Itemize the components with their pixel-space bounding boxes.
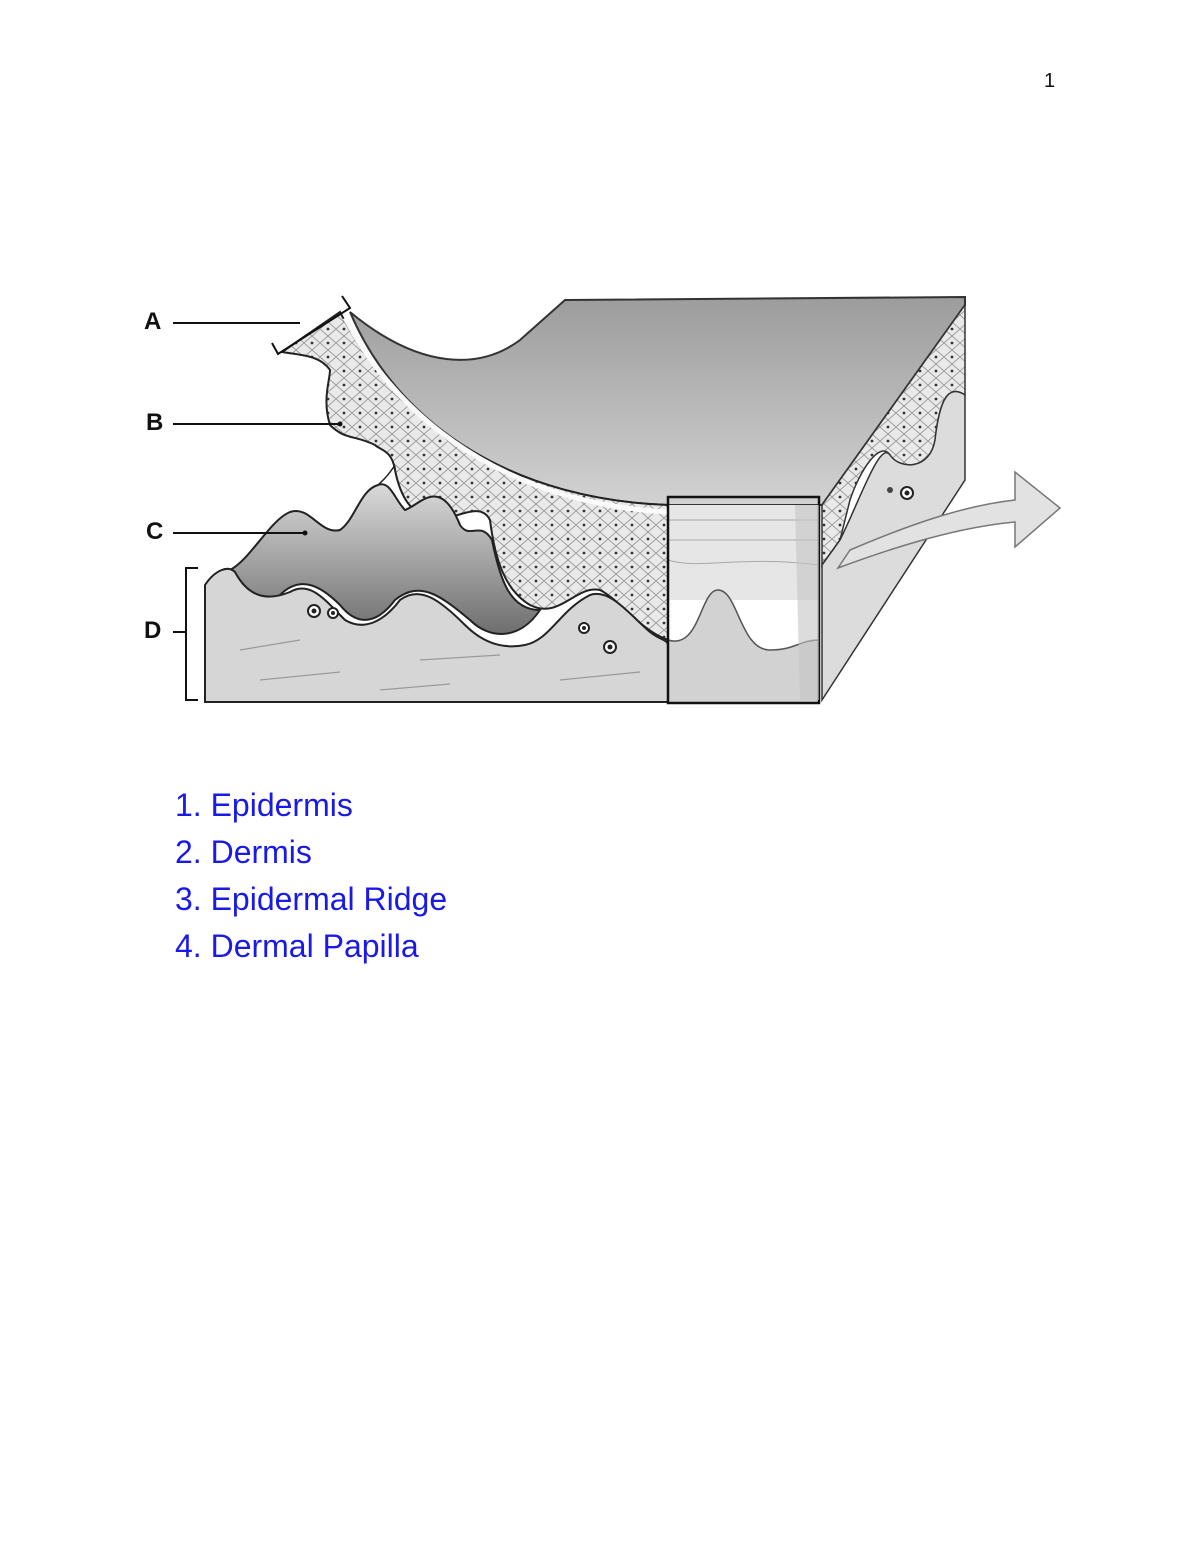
epidermis-flap [279, 310, 669, 642]
callout-label-d: D [144, 617, 162, 644]
page-number: 1 [1044, 70, 1056, 92]
bracket-d [185, 567, 198, 701]
answer-item: 3. Epidermal Ridge [175, 881, 448, 917]
bracket-a [271, 295, 352, 356]
skin-cross-section-diagram [173, 295, 1062, 705]
answer-item: 1. Epidermis [175, 787, 353, 823]
callout-label-a: A [144, 308, 162, 335]
answer-item: 4. Dermal Papilla [175, 928, 419, 964]
dermis-block [204, 567, 669, 703]
highlight-box-dermis [668, 590, 819, 702]
answer-item: 2. Dermis [175, 834, 312, 870]
highlight-box-fill-epidermis [668, 505, 819, 600]
callout-label-b: B [146, 409, 164, 436]
arrow [836, 470, 1062, 570]
blood-vessel [887, 487, 893, 493]
answer-list: 1. Epidermis 2. Dermis 3. Epidermal Ridg… [175, 782, 447, 970]
callout-label-c: C [146, 518, 164, 545]
dermal-papillae [228, 483, 542, 635]
